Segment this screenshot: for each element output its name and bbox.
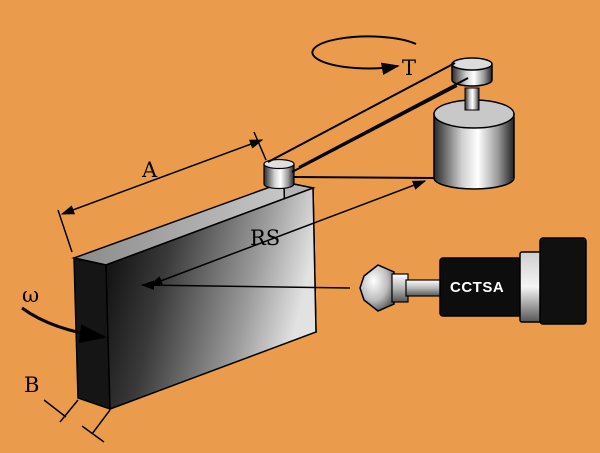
dimension-b xyxy=(43,399,111,443)
cctsa-sensor: CCTSA xyxy=(359,237,587,325)
belt xyxy=(267,62,469,179)
dimension-a xyxy=(57,131,267,253)
sensor-beam xyxy=(140,280,351,290)
angular-velocity-arrow xyxy=(21,306,107,344)
dimension-a-label: A xyxy=(141,158,158,182)
torque-label: T xyxy=(402,56,416,80)
torque-arrow xyxy=(311,35,417,76)
sensor-label: CCTSA xyxy=(450,279,504,296)
plate xyxy=(71,181,317,411)
angular-velocity-label: ω xyxy=(22,283,39,307)
rotating-cylinder xyxy=(433,57,515,190)
plate-pin xyxy=(263,158,295,190)
radius-rs-line xyxy=(148,180,427,286)
radius-rs-label: RS xyxy=(250,226,280,250)
dimension-b-label: B xyxy=(24,373,39,397)
